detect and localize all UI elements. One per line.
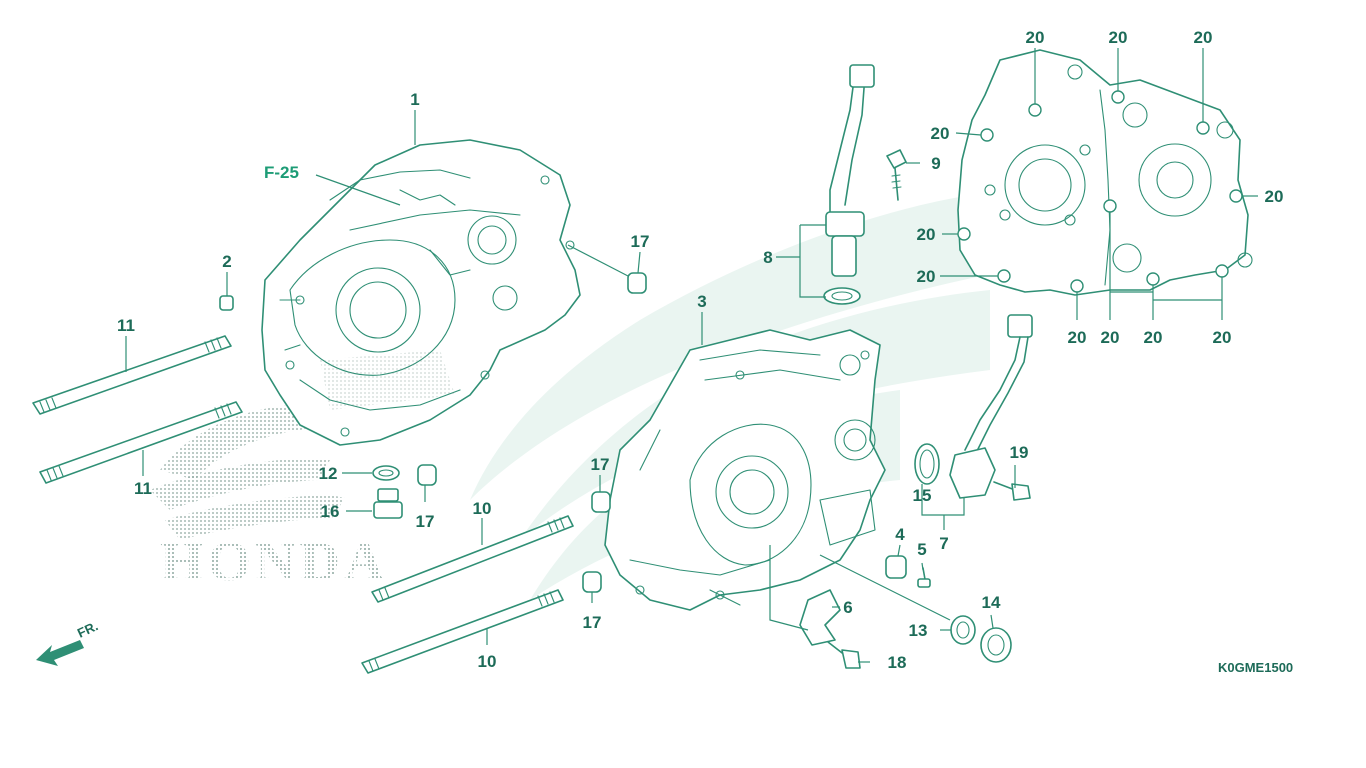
bolt-9[interactable] — [886, 149, 907, 201]
right-crankcase-3[interactable] — [604, 329, 886, 611]
reference-label[interactable]: F-25 — [264, 163, 299, 182]
callout-19: 19 — [1010, 443, 1029, 462]
plate-6[interactable] — [799, 589, 841, 646]
callout-2: 2 — [222, 252, 231, 271]
stud-bolt-10-upper[interactable] — [371, 515, 574, 603]
callout-1: 1 — [410, 90, 419, 109]
stud-bolt-11-upper[interactable] — [32, 335, 232, 415]
callout-18: 18 — [888, 653, 907, 672]
callout-10-lower: 10 — [478, 652, 497, 671]
screw-5[interactable] — [917, 567, 931, 588]
callout-16: 16 — [321, 502, 340, 521]
callout-8: 8 — [763, 248, 772, 267]
callout-20-g: 20 — [917, 267, 936, 286]
callout-20-k: 20 — [1213, 328, 1232, 347]
callout-13: 13 — [909, 621, 928, 640]
collar-4[interactable] — [885, 555, 907, 579]
switch-7[interactable] — [914, 314, 1033, 499]
callout-10-upper: 10 — [473, 499, 492, 518]
callout-20-f: 20 — [917, 225, 936, 244]
bolt-18[interactable] — [827, 641, 861, 669]
callout-4: 4 — [895, 525, 905, 544]
left-crankcase-1[interactable] — [261, 139, 581, 446]
callout-6: 6 — [843, 598, 852, 617]
stud-bolt-11-lower[interactable] — [39, 401, 243, 484]
callout-11-upper: 11 — [117, 316, 135, 335]
callout-labels: 1 2 3 4 5 6 7 8 9 10 10 11 11 12 13 14 1… — [117, 28, 1283, 672]
callout-20-i: 20 — [1101, 328, 1120, 347]
callout-20-e: 20 — [1265, 187, 1284, 206]
callout-12: 12 — [319, 464, 338, 483]
honda-watermark-text: HONDA — [160, 531, 388, 593]
callout-5: 5 — [917, 540, 926, 559]
callout-20-d: 20 — [931, 124, 950, 143]
bolt-19[interactable] — [993, 481, 1031, 501]
callout-20-j: 20 — [1144, 328, 1163, 347]
callout-20-c: 20 — [1194, 28, 1213, 47]
callout-14: 14 — [982, 593, 1001, 612]
direction-label: FR. — [75, 618, 100, 640]
callout-20-h: 20 — [1068, 328, 1087, 347]
callout-7: 7 — [939, 534, 948, 553]
callout-17-d: 17 — [583, 613, 602, 632]
callout-17-c: 17 — [591, 455, 610, 474]
callout-20-a: 20 — [1026, 28, 1045, 47]
honda-watermark-logo: HONDA — [150, 402, 388, 593]
callout-17-b: 17 — [416, 512, 435, 531]
oil-seal-13[interactable] — [950, 615, 976, 645]
callout-11-lower: 11 — [134, 479, 152, 498]
dowel-pin-2[interactable] — [219, 295, 234, 311]
oring-12[interactable] — [372, 465, 400, 481]
crankcase-cover-gasket[interactable] — [957, 49, 1253, 296]
front-direction-arrow-icon: FR. — [36, 618, 100, 666]
callout-20-b: 20 — [1109, 28, 1128, 47]
callout-9: 9 — [931, 154, 940, 173]
bearing-14[interactable] — [980, 627, 1012, 663]
callout-3: 3 — [697, 292, 706, 311]
sensor-8[interactable] — [823, 64, 875, 305]
leader-lines — [125, 48, 1258, 663]
dowel-pins-17[interactable] — [417, 272, 647, 593]
stud-bolt-10-lower[interactable] — [361, 589, 564, 674]
plug-16[interactable] — [373, 488, 403, 519]
diagram-code: K0GME1500 — [1218, 660, 1293, 675]
callout-15: 15 — [913, 486, 932, 505]
callout-17-a: 17 — [631, 232, 650, 251]
